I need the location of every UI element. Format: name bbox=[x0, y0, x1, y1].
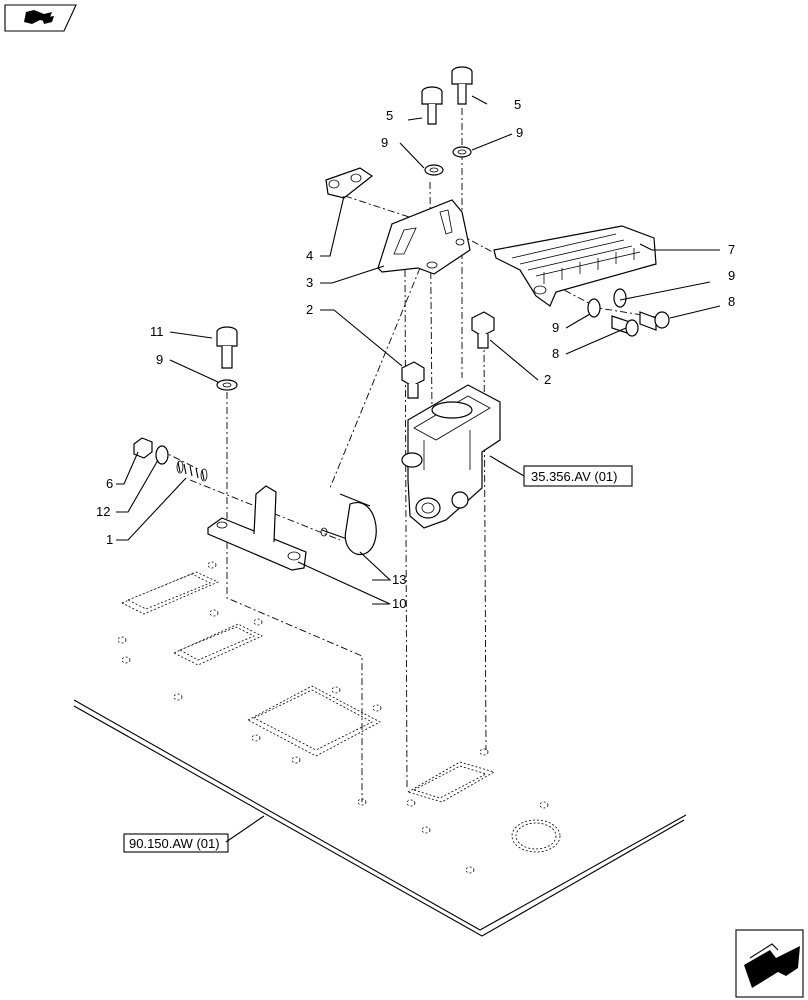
reference-label: 90.150.AW (01) bbox=[129, 836, 220, 851]
callout-8: 8 bbox=[728, 294, 735, 309]
screw-8-b bbox=[639, 311, 670, 331]
screw-5-right bbox=[451, 66, 473, 105]
callout-12: 12 bbox=[96, 504, 110, 519]
mounting-bracket bbox=[377, 199, 471, 275]
spring-1 bbox=[176, 460, 208, 482]
washer-9-right bbox=[452, 146, 472, 158]
support-10 bbox=[207, 485, 307, 571]
bolt-2-left bbox=[401, 361, 425, 399]
callout-11: 11 bbox=[150, 324, 164, 339]
page-nav-icon[interactable] bbox=[4, 4, 77, 32]
callout-2: 2 bbox=[306, 302, 313, 317]
floor-plate bbox=[73, 561, 687, 937]
next-arrow-icon[interactable] bbox=[735, 929, 804, 998]
callout-10: 10 bbox=[392, 596, 406, 611]
reference-box-brake-valve[interactable]: 35.356.AV (01) bbox=[523, 465, 633, 487]
callout-7: 7 bbox=[728, 242, 735, 257]
leader-lines bbox=[116, 95, 721, 843]
callout-5: 5 bbox=[386, 108, 393, 123]
washer-9-pedal-b bbox=[613, 288, 627, 308]
callout-4: 4 bbox=[306, 248, 313, 263]
callout-2: 2 bbox=[544, 372, 551, 387]
nut-6 bbox=[133, 437, 153, 459]
washer-12 bbox=[155, 445, 169, 465]
callout-9: 9 bbox=[728, 268, 735, 283]
callout-1: 1 bbox=[106, 532, 113, 547]
reference-label: 35.356.AV (01) bbox=[531, 469, 617, 484]
pedal bbox=[493, 225, 657, 307]
washer-9-left-bracket bbox=[216, 379, 238, 391]
screw-5-left bbox=[421, 86, 443, 125]
callout-labels: 5 5 9 9 4 3 2 7 9 9 8 8 2 11 9 6 12 1 13… bbox=[96, 97, 735, 611]
clamp-plate bbox=[325, 167, 374, 199]
screw-11 bbox=[216, 326, 238, 369]
callout-9: 9 bbox=[552, 320, 559, 335]
callout-6: 6 bbox=[106, 476, 113, 491]
callout-8: 8 bbox=[552, 346, 559, 361]
callout-13: 13 bbox=[392, 572, 406, 587]
reference-box-floor-plate[interactable]: 90.150.AW (01) bbox=[123, 833, 229, 853]
screw-8-a bbox=[611, 315, 639, 337]
callout-3: 3 bbox=[306, 275, 313, 290]
callout-9: 9 bbox=[516, 125, 523, 140]
callout-5: 5 bbox=[514, 97, 521, 112]
clevis-13 bbox=[320, 493, 377, 556]
brake-valve-body bbox=[401, 384, 501, 529]
callout-9: 9 bbox=[156, 352, 163, 367]
callout-9: 9 bbox=[381, 135, 388, 150]
washer-9-pedal-a bbox=[587, 298, 601, 318]
bolt-2-right bbox=[471, 311, 495, 349]
washer-9-left bbox=[424, 164, 444, 176]
